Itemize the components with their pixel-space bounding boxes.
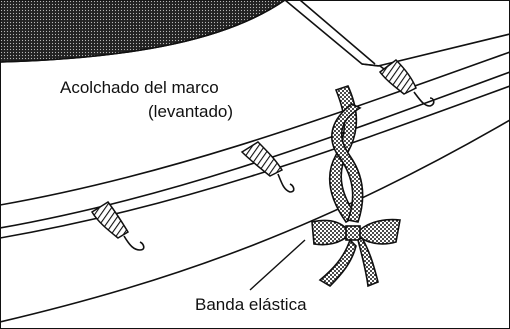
frame-rail-lower bbox=[0, 85, 510, 239]
jumping-mat bbox=[0, 0, 287, 63]
frame-padding-label: Acolchado del marco bbox=[60, 78, 219, 97]
frame-padding-sublabel: (levantado) bbox=[148, 102, 234, 121]
elastic-band-label: Banda elástica bbox=[195, 295, 307, 314]
band-leader-line bbox=[249, 239, 306, 291]
spring-icon bbox=[90, 200, 145, 251]
frame-rail-bottom bbox=[0, 119, 510, 323]
frame-rail-top bbox=[0, 51, 510, 206]
spring-icon bbox=[240, 141, 295, 193]
bow-icon bbox=[311, 218, 401, 288]
spring-icon bbox=[378, 59, 435, 107]
elastic-band bbox=[328, 85, 364, 224]
